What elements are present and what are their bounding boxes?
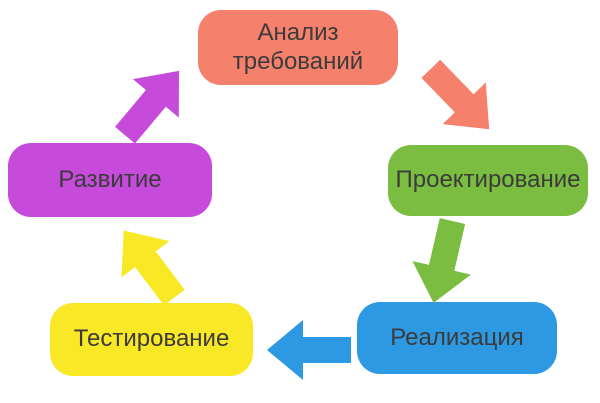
- stage-design-label: Проектирование: [395, 166, 581, 194]
- stage-design: Проектирование: [388, 145, 588, 216]
- arrow-analysis-to-design-shape: [421, 59, 490, 130]
- stage-evolution-label: Развитие: [58, 165, 162, 193]
- stage-requirements-analysis: Анализ требований: [198, 10, 398, 85]
- arrow-implementation-to-testing-icon: [267, 320, 351, 380]
- arrow-analysis-to-design-icon: [421, 59, 490, 130]
- arrow-implementation-to-testing-shape: [267, 320, 351, 380]
- arrow-design-to-implementation-shape: [412, 218, 471, 303]
- stage-testing-label: Тестирование: [73, 325, 230, 353]
- stage-implementation: Реализация: [357, 302, 557, 374]
- stage-testing: Тестирование: [50, 303, 253, 376]
- stage-implementation-label: Реализация: [390, 323, 524, 351]
- arrow-testing-to-evolution-icon: [121, 230, 185, 306]
- arrow-evolution-to-analysis-icon: [115, 70, 179, 144]
- arrow-testing-to-evolution-shape: [121, 230, 185, 306]
- arrow-evolution-to-analysis-shape: [115, 70, 179, 144]
- stage-evolution: Развитие: [8, 143, 212, 217]
- arrow-design-to-implementation-icon: [412, 218, 471, 303]
- stage-requirements-analysis-label: Анализ требований: [232, 18, 364, 75]
